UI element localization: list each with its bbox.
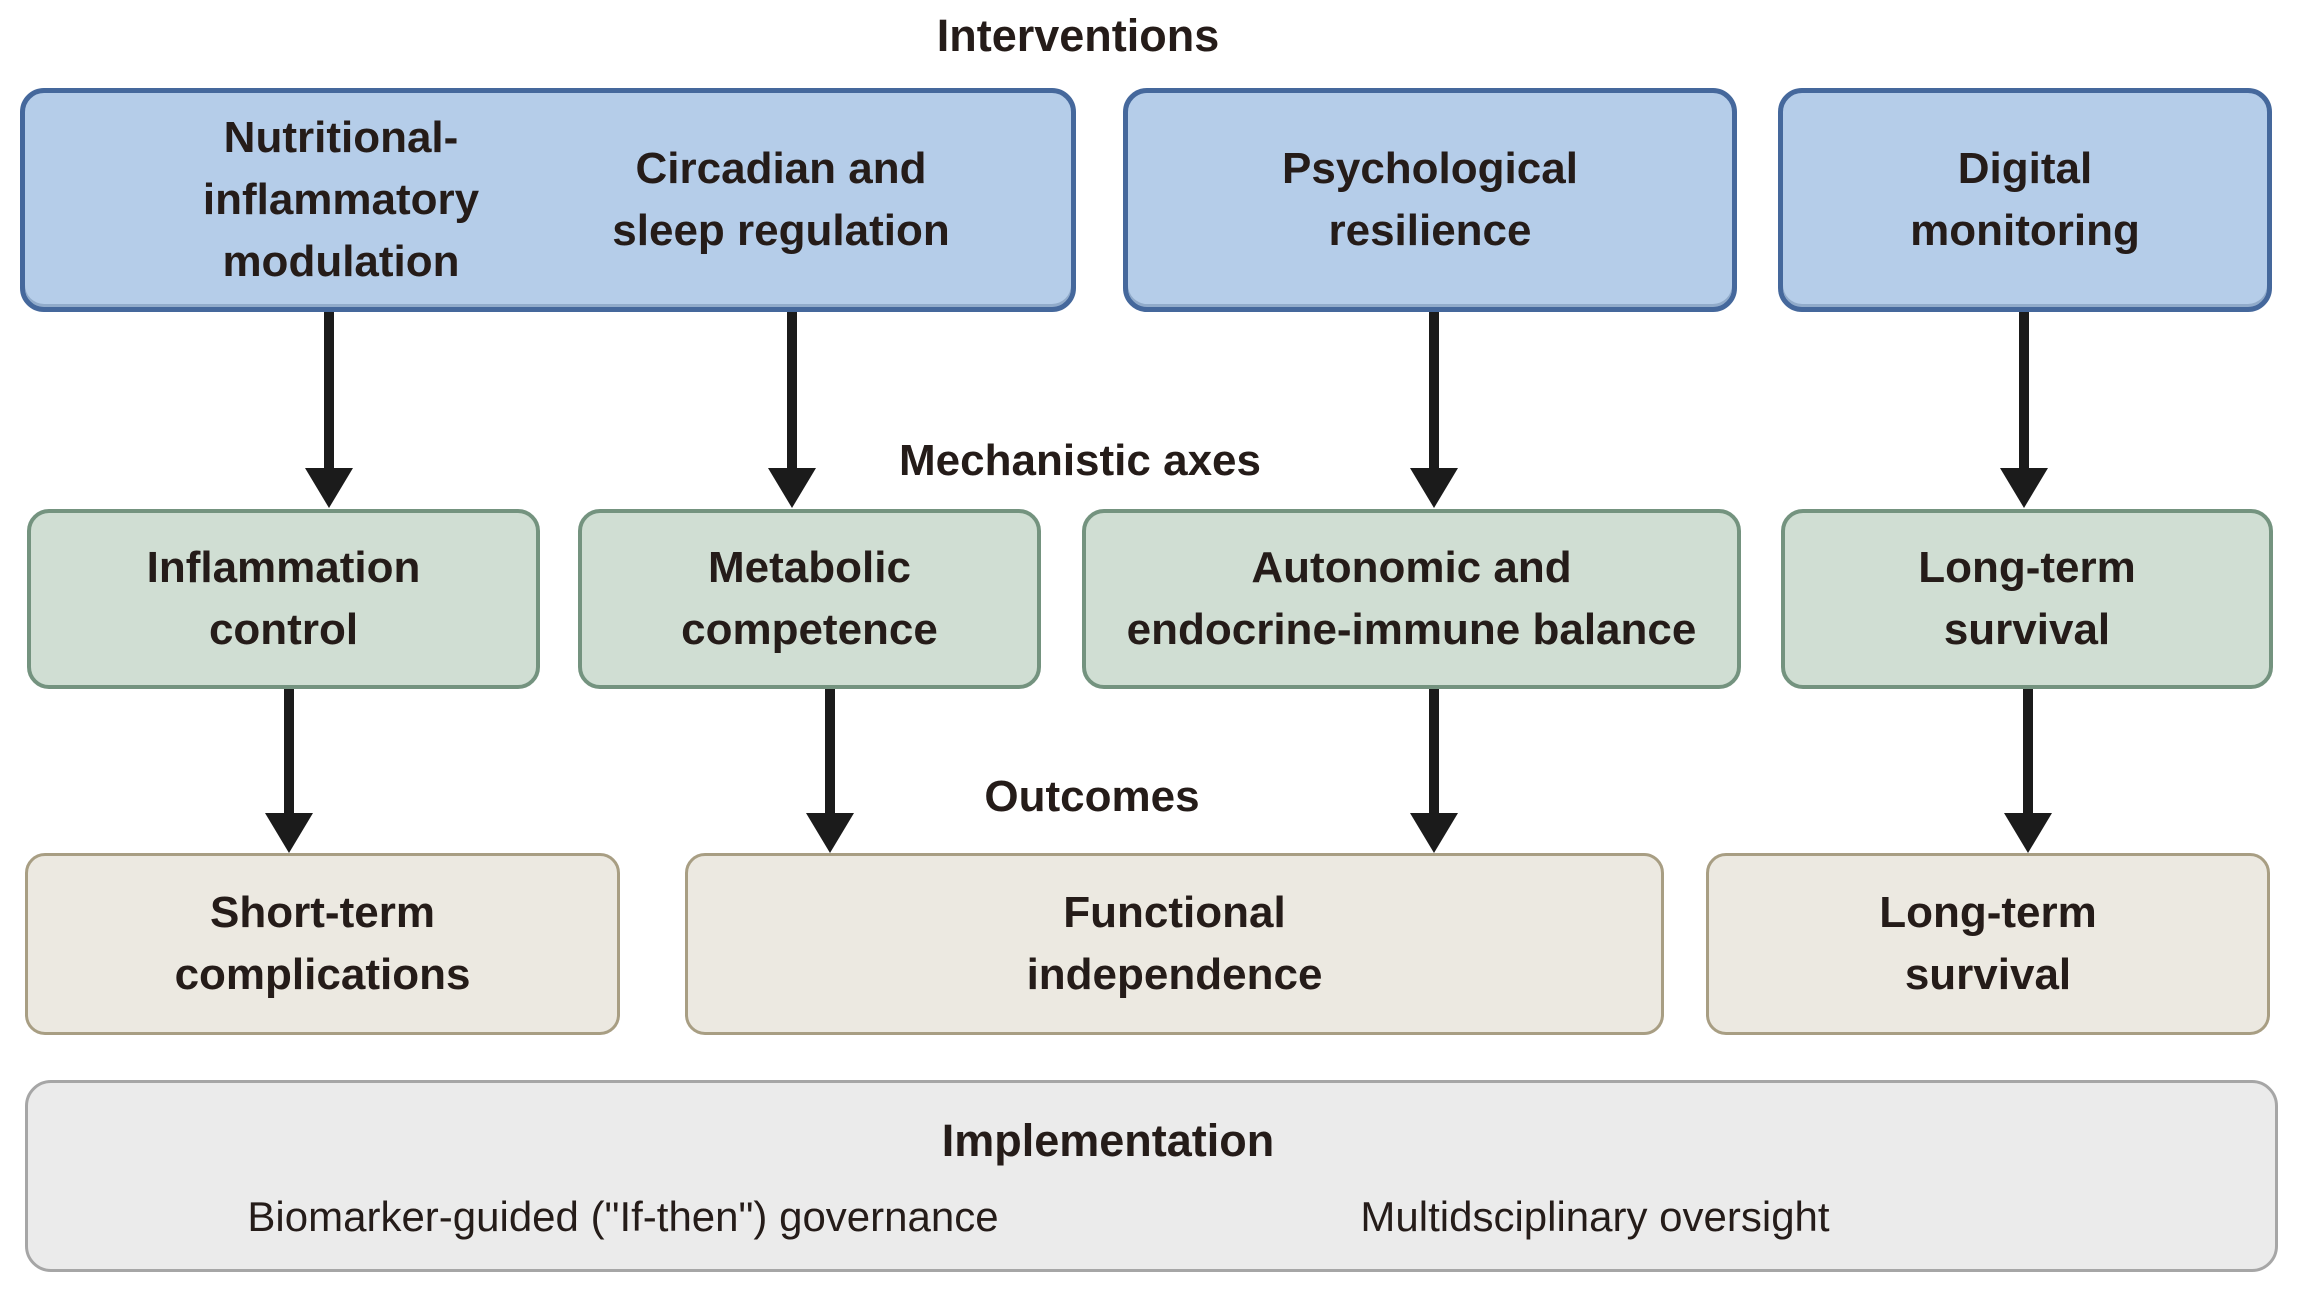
implementation-item-multidisciplinary: Multidsciplinary oversight <box>1360 1193 1830 1240</box>
mechanistic-box-metabolic: Metabolic competence <box>578 509 1041 689</box>
section-label-mechanistic-axes: Mechanistic axes <box>899 436 1261 485</box>
intervention-box-nutrition-circadian: Nutritional- inflammatory modulation Cir… <box>20 88 1076 312</box>
implementation-item-biomarker: Biomarker-guided ("If-then") governance <box>247 1193 999 1240</box>
implementation-box: Implementation Biomarker-guided ("If-the… <box>25 1080 2278 1272</box>
intervention-label-circadian: Circadian and sleep regulation <box>612 144 950 255</box>
mechanistic-box-autonomic: Autonomic and endocrine-immune balance <box>1082 509 1741 689</box>
intervention-label-nutritional: Nutritional- inflammatory modulation <box>202 113 480 286</box>
section-label-outcomes: Outcomes <box>984 772 1200 821</box>
implementation-title: Implementation <box>941 1115 1275 1166</box>
intervention-box-digital: Digital monitoring <box>1778 88 2272 312</box>
outcome-box-longterm-survival: Long-term survival <box>1706 853 2270 1035</box>
mechanistic-box-longterm-survival: Long-term survival <box>1781 509 2273 689</box>
mechanistic-box-inflammation: Inflammation control <box>27 509 540 689</box>
outcome-box-functional-independence: Functional independence <box>685 853 1664 1035</box>
intervention-box-psychological: Psychological resilience <box>1123 88 1737 312</box>
outcome-box-shortterm-complications: Short-term complications <box>25 853 620 1035</box>
section-label-interventions: Interventions <box>936 10 1220 61</box>
